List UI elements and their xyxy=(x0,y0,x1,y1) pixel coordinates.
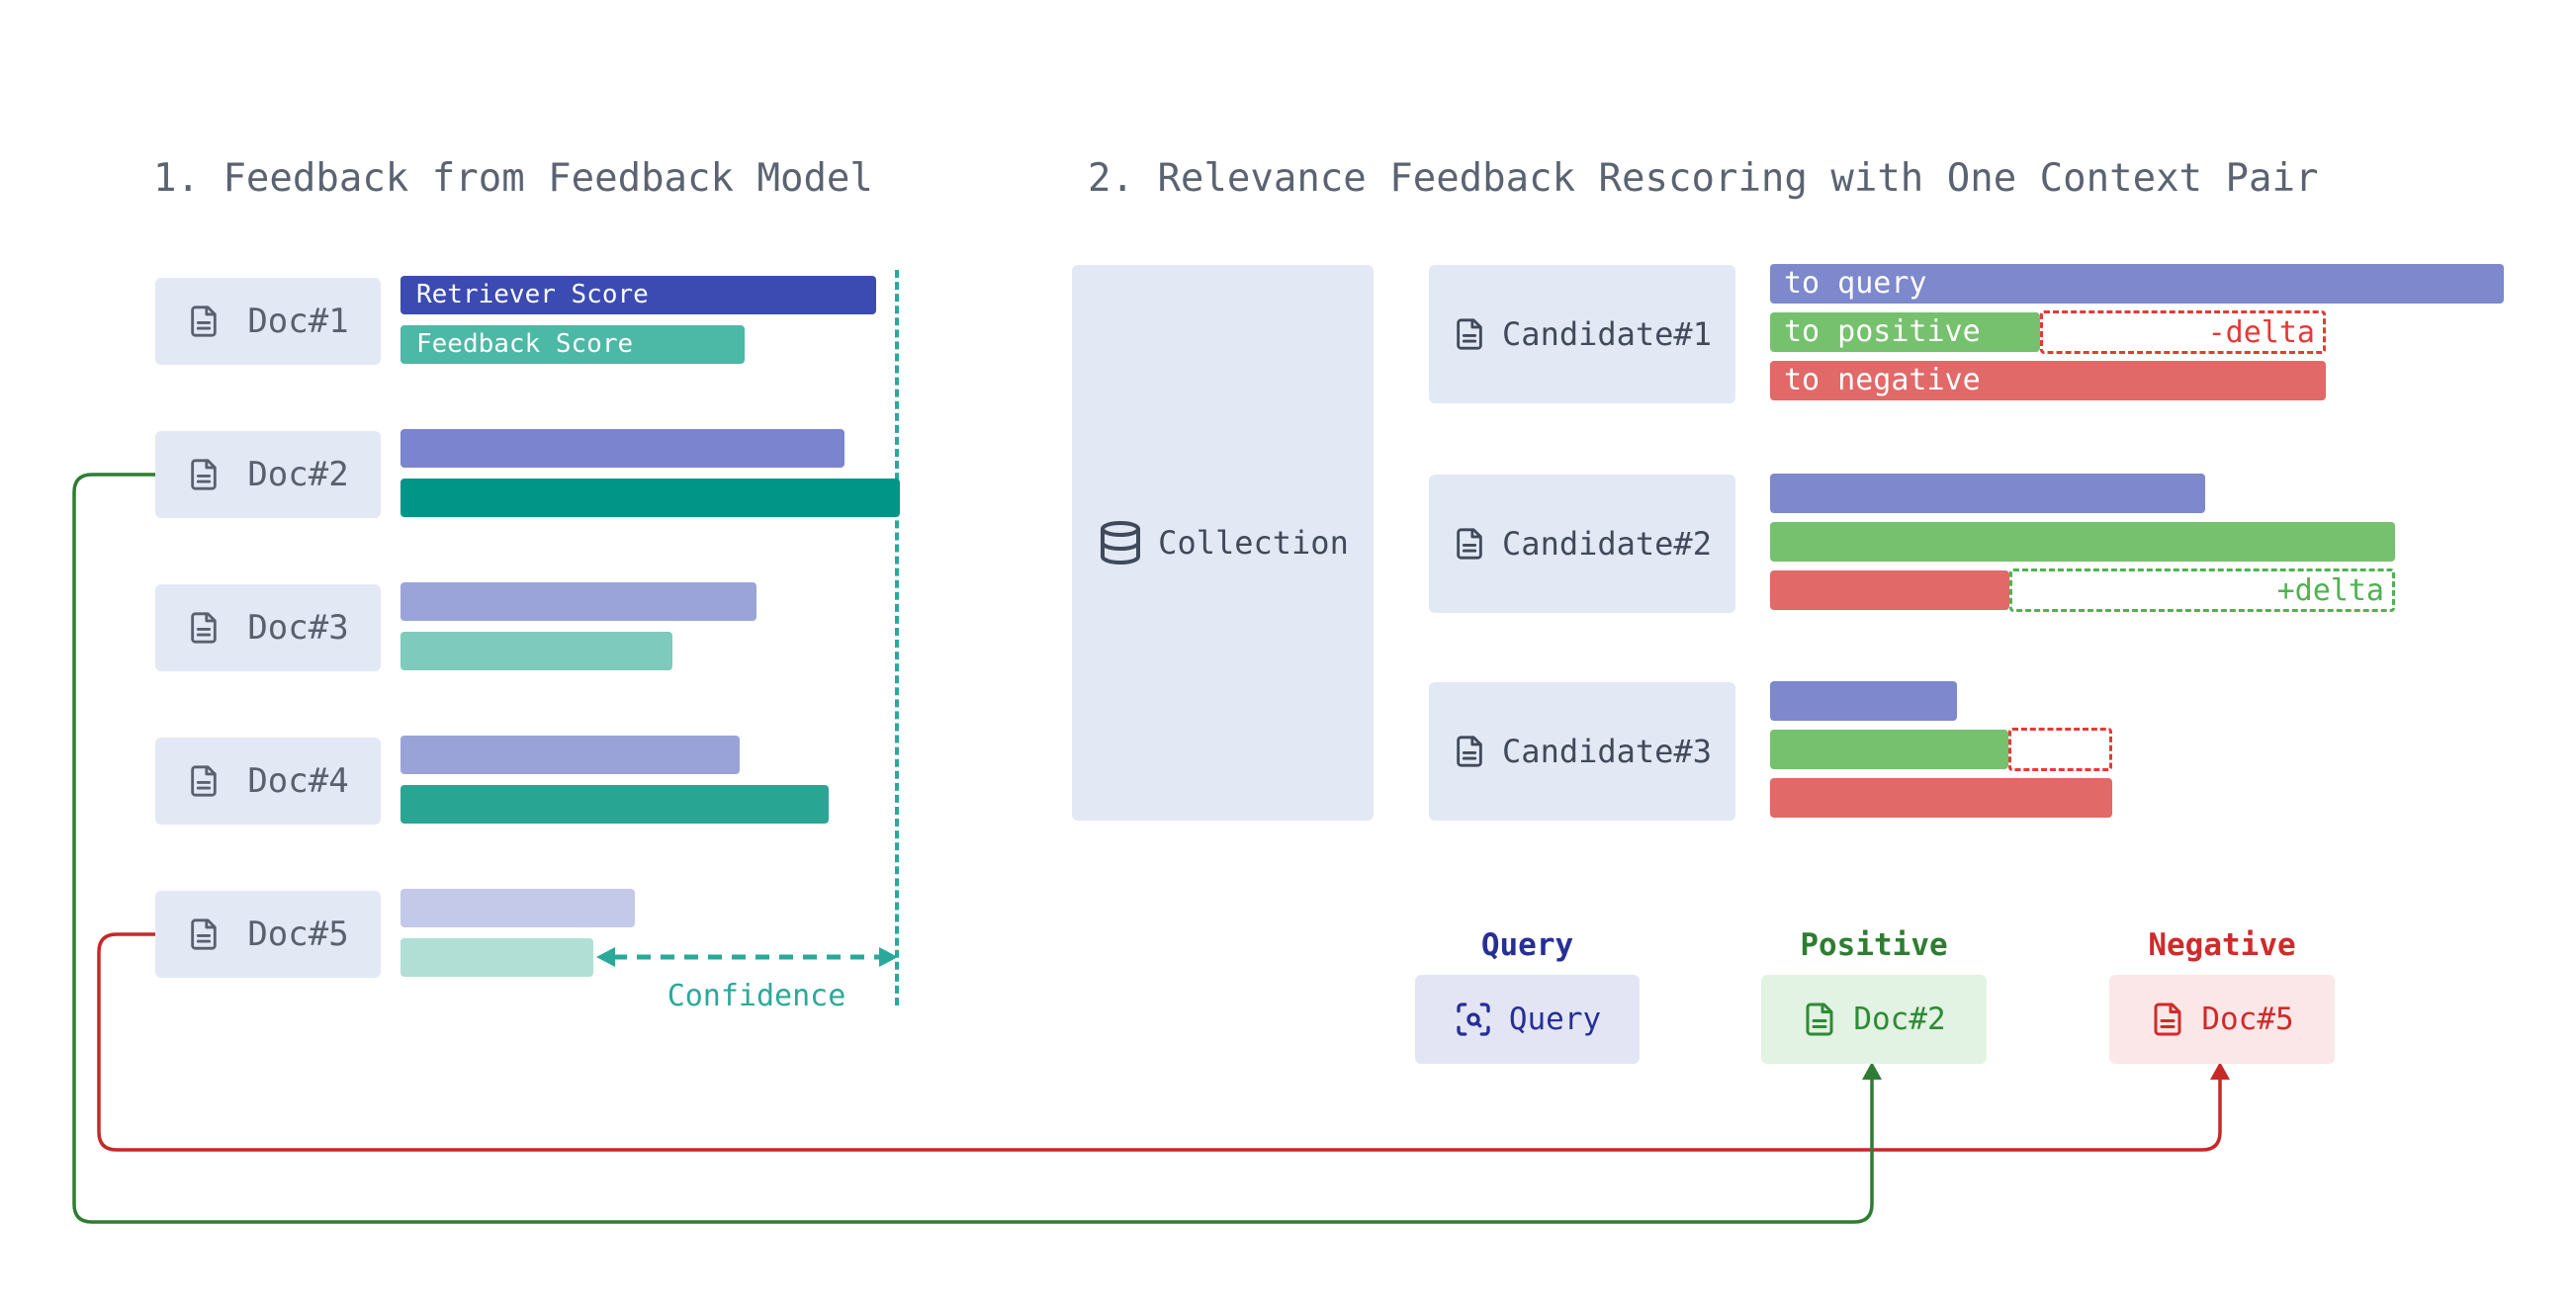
doc-box: Doc#1 xyxy=(155,278,381,365)
retriever-bar-label: Retriever Score xyxy=(416,280,649,309)
retriever-score-bar: Retriever Score xyxy=(400,276,876,314)
doc-label: Doc#5 xyxy=(247,915,349,954)
candidate-label: Candidate#2 xyxy=(1502,525,1712,563)
candidate-row: Candidate#1 to query to positive to nega… xyxy=(0,264,2576,403)
similarity-to-negative-bar xyxy=(1770,570,2009,610)
confidence-arrow-left-head-icon xyxy=(596,947,615,967)
connector-doc5-to-negative xyxy=(97,932,2222,1152)
connector-doc2-to-positive xyxy=(72,473,1874,1224)
query-box: Query xyxy=(1415,975,1640,1064)
doc-row: Doc#2 xyxy=(0,429,2576,518)
confidence-threshold-line xyxy=(895,270,899,1005)
doc-box: Doc#4 xyxy=(155,738,381,825)
feedback-score-bar: Feedback Score xyxy=(400,325,745,364)
collection-label: Collection xyxy=(1158,524,1349,562)
section2-title: 2. Relevance Feedback Rescoring with One… xyxy=(1088,156,2319,201)
file-text-icon xyxy=(191,765,218,797)
negative-doc-label: Doc#5 xyxy=(2201,1002,2294,1037)
doc-label: Doc#1 xyxy=(247,302,349,341)
file-text-icon xyxy=(1457,318,1482,350)
collection-box: Collection xyxy=(1072,265,1374,821)
delta-region: +delta xyxy=(2009,568,2395,612)
file-text-icon xyxy=(1457,736,1482,767)
doc-row: Doc#3 xyxy=(0,582,2576,671)
similarity-to-positive-bar: to positive xyxy=(1770,312,2040,352)
candidate-box: Candidate#1 xyxy=(1429,265,1735,403)
doc-box: Doc#3 xyxy=(155,584,381,671)
positive-arrowhead-icon xyxy=(1862,1062,1882,1080)
file-text-icon xyxy=(191,918,218,950)
section1-title: 1. Feedback from Feedback Model xyxy=(153,156,873,201)
candidate-label: Candidate#3 xyxy=(1502,733,1712,770)
similarity-to-negative-bar xyxy=(1770,778,2112,818)
file-text-icon xyxy=(191,305,218,337)
query-heading: Query xyxy=(1480,927,1574,963)
doc-row: Doc#5 xyxy=(0,889,2576,978)
to-negative-bar-label: to negative xyxy=(1784,363,1981,397)
doc-box: Doc#2 xyxy=(155,431,381,518)
positive-doc-box: Doc#2 xyxy=(1761,975,1987,1064)
to-positive-bar-label: to positive xyxy=(1784,314,1981,349)
file-text-icon xyxy=(1806,1003,1833,1036)
similarity-to-query-bar: to query xyxy=(1770,264,2504,304)
feedback-score-bar xyxy=(400,479,900,517)
doc-box: Doc#5 xyxy=(155,891,381,978)
doc-label: Doc#4 xyxy=(247,761,349,801)
feedback-bar-label: Feedback Score xyxy=(416,329,634,359)
file-text-icon xyxy=(191,612,218,644)
similarity-to-positive-bar xyxy=(1770,522,2395,562)
doc-row: Doc#1 Retriever Score Feedback Score xyxy=(0,276,2576,365)
file-text-icon xyxy=(1457,528,1482,560)
feedback-score-bar xyxy=(400,785,829,824)
positive-doc-label: Doc#2 xyxy=(1853,1002,1946,1037)
doc-label: Doc#2 xyxy=(247,455,349,494)
confidence-arrow-right-head-icon xyxy=(879,947,898,967)
retriever-score-bar xyxy=(400,429,844,468)
doc-row: Doc#4 xyxy=(0,736,2576,825)
similarity-to-query-bar xyxy=(1770,474,2205,513)
candidate-box: Candidate#3 xyxy=(1429,682,1735,821)
similarity-to-positive-bar xyxy=(1770,730,2008,769)
retriever-score-bar xyxy=(400,736,740,774)
feedback-score-bar xyxy=(400,632,672,670)
candidate-label: Candidate#1 xyxy=(1502,315,1712,353)
candidate-row: Candidate#3 xyxy=(0,681,2576,821)
candidate-box: Candidate#2 xyxy=(1429,475,1735,613)
delta-region xyxy=(2008,728,2112,771)
negative-doc-box: Doc#5 xyxy=(2109,975,2335,1064)
file-text-icon xyxy=(2154,1003,2181,1036)
doc-label: Doc#3 xyxy=(247,608,349,648)
scan-search-icon xyxy=(1457,1003,1490,1036)
retriever-score-bar xyxy=(400,889,635,927)
delta-region: -delta xyxy=(2040,310,2326,354)
negative-arrowhead-icon xyxy=(2210,1062,2230,1080)
similarity-to-query-bar xyxy=(1770,681,1957,721)
negative-heading: Negative xyxy=(2148,927,2296,963)
positive-heading: Positive xyxy=(1800,927,1948,963)
query-box-label: Query xyxy=(1508,1002,1602,1037)
confidence-label: Confidence xyxy=(666,979,846,1013)
similarity-to-negative-bar: to negative xyxy=(1770,361,2326,400)
file-text-icon xyxy=(191,459,218,490)
retriever-score-bar xyxy=(400,582,756,621)
candidate-row: Candidate#2 +delta xyxy=(0,474,2576,613)
feedback-score-bar xyxy=(400,938,593,977)
database-icon xyxy=(1101,521,1141,565)
to-query-bar-label: to query xyxy=(1784,266,1927,301)
